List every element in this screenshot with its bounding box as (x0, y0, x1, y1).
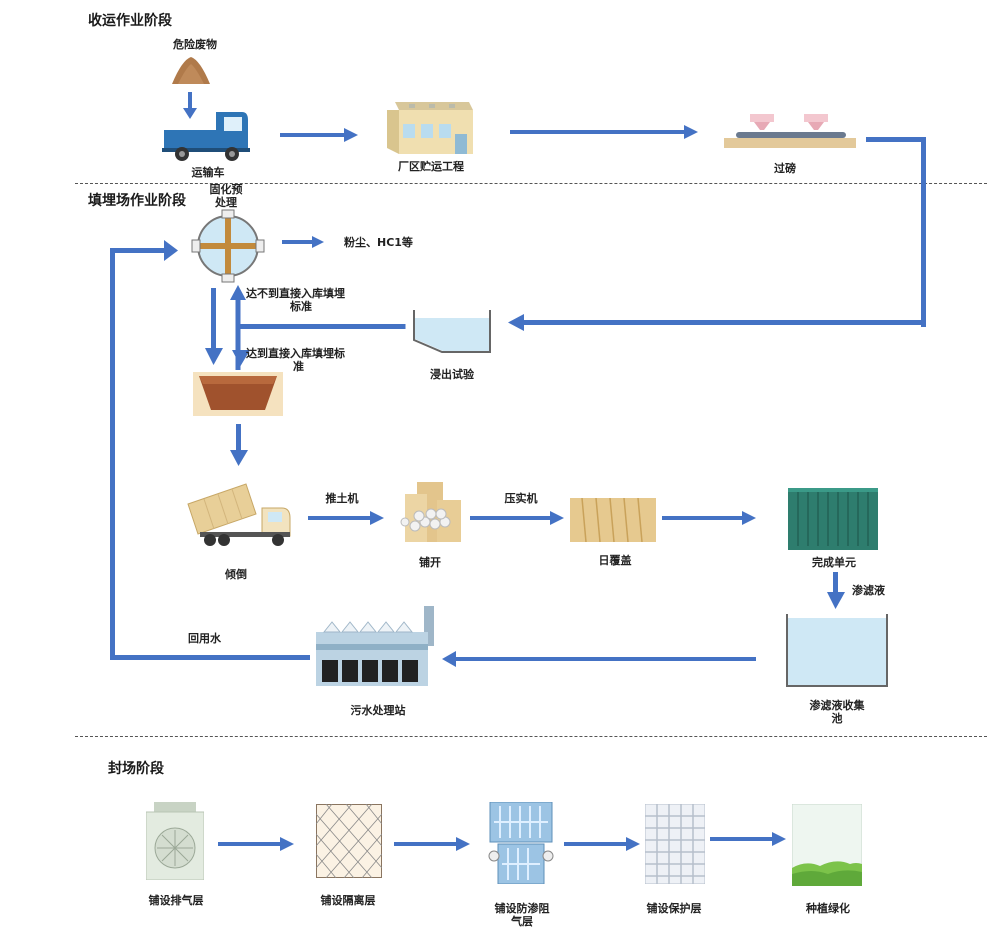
label-pretreatment-1: 固化预 (209, 183, 243, 196)
completed-unit-icon (788, 488, 878, 550)
sewage-plant-icon (316, 606, 434, 686)
anti-seepage-layer-icon (488, 802, 554, 884)
arrow-pretreatment-to-pit (205, 288, 223, 365)
label-storage: 厂区贮运工程 (398, 160, 464, 173)
label-meet-2: 准 (293, 360, 304, 373)
label-leach-test: 浸出试验 (430, 368, 474, 381)
arrow-spread-to-cover (470, 511, 564, 525)
waste-pile-icon (172, 57, 210, 84)
label-leachate-pool-1: 渗滤液收集 (809, 699, 865, 712)
label-closure-step5: 种植绿化 (806, 902, 850, 915)
solidification-mixer-icon (191, 209, 265, 283)
leach-test-tank-icon (413, 310, 491, 353)
stage-title-closure: 封场阶段 (108, 761, 164, 777)
landfill-pit-icon (193, 372, 283, 416)
arrow-step3-to-step4 (564, 837, 640, 851)
divider-1 (75, 183, 987, 184)
label-closure-step2: 铺设隔离层 (320, 894, 376, 907)
arrow-step4-to-step5 (710, 832, 786, 846)
greening-icon (792, 804, 862, 886)
label-not-meet-2: 标准 (290, 300, 312, 313)
divider-2 (75, 736, 987, 737)
daily-cover-icon (570, 498, 656, 542)
label-pretreatment-2: 处理 (215, 196, 237, 209)
label-reuse-water: 回用水 (188, 632, 221, 645)
protection-layer-icon (645, 804, 705, 884)
label-meet-1: 达到直接入库填埋标 (246, 347, 345, 360)
label-closure-step3-2: 气层 (511, 915, 533, 928)
arrow-meet-to-pit (232, 350, 250, 366)
label-dump: 倾倒 (225, 568, 247, 581)
isolation-layer-icon (316, 804, 382, 878)
stage-title-landfill: 填埋场作业阶段 (88, 193, 186, 209)
label-compactor: 压实机 (504, 492, 538, 505)
arrow-truck-to-storage (280, 128, 358, 142)
label-leachate: 渗滤液 (852, 584, 885, 597)
arrow-cover-to-unit (662, 511, 756, 525)
arrow-storage-to-weighing (510, 125, 698, 139)
label-not-meet-1: 达不到直接入库填埋 (246, 287, 345, 300)
arrow-weighing-to-leach-test (508, 137, 926, 331)
arrow-step1-to-step2 (218, 837, 294, 851)
label-complete-unit: 完成单元 (812, 556, 856, 569)
label-closure-step3-1: 铺设防渗阻 (494, 902, 550, 915)
label-daily-cover: 日覆盖 (598, 554, 632, 567)
label-weighing: 过磅 (774, 162, 796, 175)
label-hazardous-waste: 危险废物 (173, 38, 217, 51)
stage-title-collection: 收运作业阶段 (88, 13, 172, 29)
arrow-step2-to-step3 (394, 837, 470, 851)
arrow-pit-to-dump (230, 424, 248, 466)
arrow-waste-to-truck (183, 92, 197, 119)
label-leachate-pool-2: 池 (831, 712, 843, 725)
label-bulldozer: 推土机 (325, 492, 359, 505)
arrow-reuse-water-loop (110, 240, 310, 660)
truck-icon (162, 112, 250, 161)
exhaust-layer-icon (146, 802, 204, 880)
weighbridge-icon (724, 114, 856, 148)
arrow-dump-to-spread (308, 511, 384, 525)
storage-building-icon (387, 102, 473, 154)
label-sewage-plant: 污水处理站 (350, 704, 406, 717)
label-truck: 运输车 (191, 166, 225, 179)
label-closure-step1: 铺设排气层 (148, 894, 204, 907)
spread-waste-icon (400, 482, 461, 542)
arrow-leach-to-pretreatment (230, 285, 406, 370)
arrow-unit-to-pool (827, 572, 845, 609)
label-closure-step4: 铺设保护层 (646, 902, 702, 915)
label-spread: 铺开 (419, 556, 441, 569)
dump-truck-icon (187, 483, 291, 546)
label-emission: 粉尘、HC1等 (344, 236, 413, 249)
arrow-to-emission (282, 236, 324, 248)
arrow-pool-to-sewage (442, 651, 756, 667)
leachate-pool-icon (786, 614, 888, 687)
